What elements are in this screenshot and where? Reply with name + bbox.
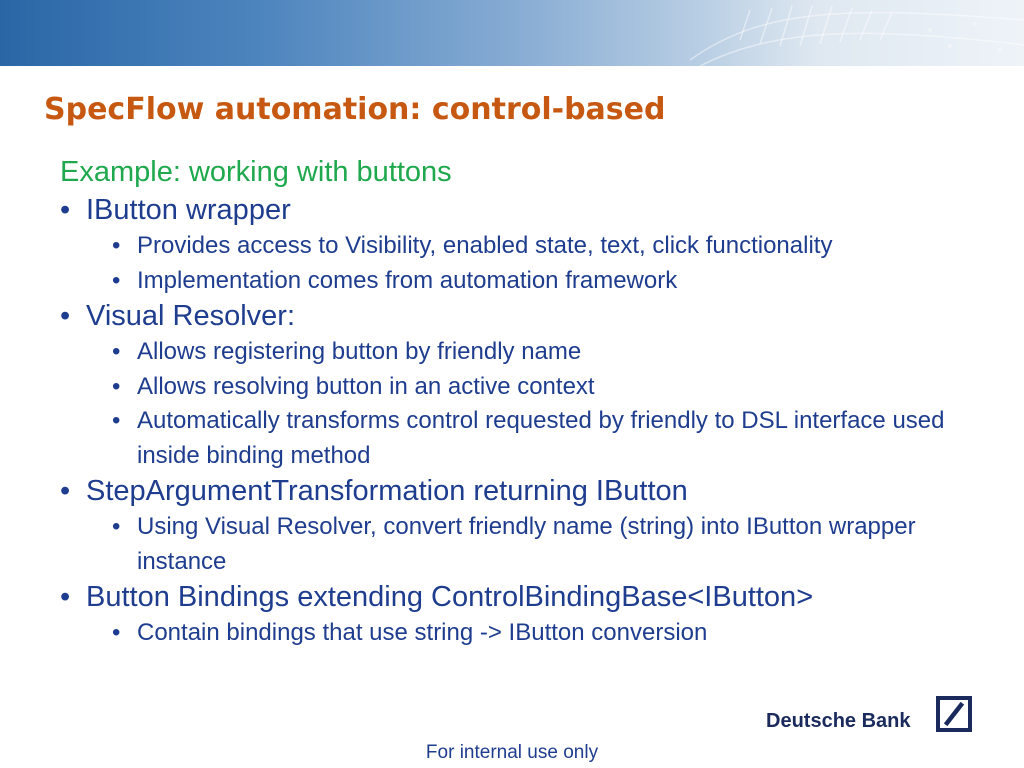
bullet-text: StepArgumentTransformation returning IBu…: [86, 475, 688, 507]
bullet-icon: •: [112, 513, 121, 540]
bullet-level2: • Allows registering button by friendly …: [60, 335, 1000, 370]
bullet-icon: •: [60, 581, 71, 613]
footer-note: For internal use only: [0, 742, 1024, 764]
bullet-icon: •: [112, 619, 121, 646]
bullet-level2: • Implementation comes from automation f…: [60, 264, 1000, 299]
bullet-level2: • Provides access to Visibility, enabled…: [60, 229, 1000, 264]
bullet-icon: •: [112, 407, 121, 434]
slide-subtitle: Example: working with buttons: [60, 156, 452, 188]
bullet-level1: • IButton wrapper: [60, 192, 1000, 229]
dna-graphic-icon: [689, 5, 1024, 66]
bullet-icon: •: [60, 194, 71, 226]
bullet-icon: •: [112, 338, 121, 365]
bullet-text: IButton wrapper: [86, 194, 291, 226]
bullet-level1: • Visual Resolver:: [60, 298, 1000, 335]
footer-text: For internal use only: [425, 742, 599, 763]
deutsche-bank-logo: Deutsche Bank: [766, 694, 976, 738]
bullet-text: Provides access to Visibility, enabled s…: [137, 232, 833, 259]
bullet-text: Using Visual Resolver, convert friendly …: [137, 513, 916, 575]
bullet-text: Allows resolving button in an active con…: [137, 372, 595, 400]
bullet-icon: •: [60, 475, 71, 507]
bullet-icon: •: [60, 300, 71, 332]
bullet-icon: •: [112, 266, 121, 294]
bullet-icon: •: [112, 232, 121, 259]
bullet-text: Automatically transforms control request…: [137, 407, 945, 469]
bullet-level2: • Contain bindings that use string -> IB…: [60, 616, 1000, 651]
deutsche-bank-slash-icon: [936, 696, 972, 732]
bullet-text: Implementation comes from automation fra…: [137, 266, 678, 294]
header-banner: [0, 0, 1024, 66]
bullet-text: Button Bindings extending ControlBinding…: [86, 581, 814, 613]
bullet-level2: • Using Visual Resolver, convert friendl…: [60, 510, 1000, 579]
bullet-text: Visual Resolver:: [86, 300, 296, 332]
bullet-level2: • Allows resolving button in an active c…: [60, 370, 1000, 405]
bullet-level1: • Button Bindings extending ControlBindi…: [60, 579, 1000, 616]
bullet-text: Contain bindings that use string -> IBut…: [137, 619, 708, 646]
logo-text: Deutsche Bank: [766, 710, 911, 732]
bullet-level2: • Automatically transforms control reque…: [60, 404, 1000, 473]
bullet-text: Allows registering button by friendly na…: [137, 338, 582, 365]
slide-title: SpecFlow automation: control-based: [44, 92, 666, 127]
slide-body: Example: working with buttons • IButton …: [60, 152, 1000, 651]
bullet-icon: •: [112, 372, 121, 400]
bullet-level1: • StepArgumentTransformation returning I…: [60, 473, 1000, 510]
